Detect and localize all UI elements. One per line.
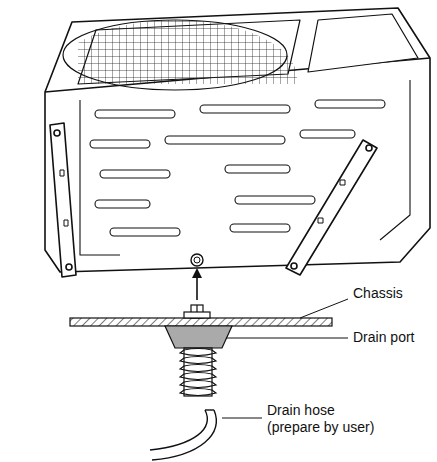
thread xyxy=(180,389,216,396)
thread xyxy=(180,349,216,356)
chassis-plate xyxy=(70,318,332,326)
thread xyxy=(180,373,216,380)
part-label: Chassis xyxy=(352,285,404,302)
arrow-head xyxy=(192,268,202,278)
drain-port xyxy=(165,326,232,396)
thread xyxy=(180,357,216,364)
part-label: Drain port xyxy=(352,329,415,346)
part-label: Drain hose (prepare by user) xyxy=(266,402,388,436)
outdoor-unit xyxy=(45,8,430,277)
drain-hose xyxy=(150,410,216,460)
thread xyxy=(180,381,216,388)
leader-line xyxy=(222,299,348,418)
port-bolt xyxy=(184,305,210,318)
thread xyxy=(180,365,216,372)
